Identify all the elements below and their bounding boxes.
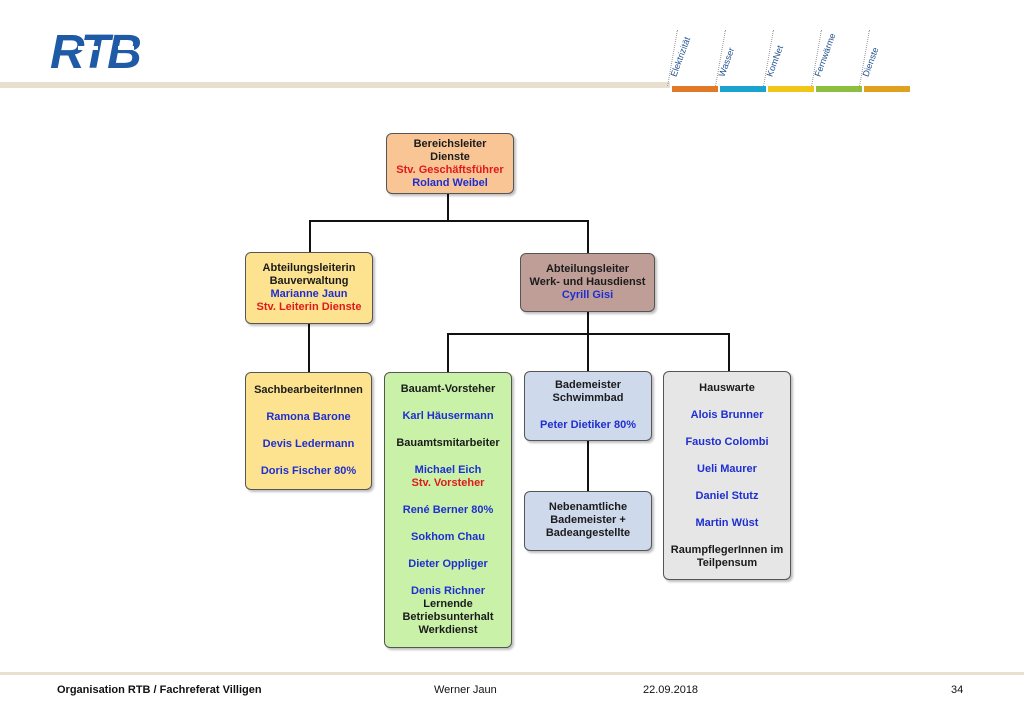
role-line: Betriebsunterhalt	[402, 611, 494, 623]
sector-tab-fernwaerme: Fernwärme	[811, 30, 864, 92]
org-box-bauamt: Bauamt-Vorsteher Karl Häusermann Bauamts…	[384, 372, 512, 648]
person-role: Stv. Vorsteher	[411, 477, 485, 489]
person: Karl Häusermann	[402, 410, 494, 422]
box-line: Bademeister	[554, 379, 622, 391]
box-line: Marianne Jaun	[270, 288, 348, 300]
box-line: Badeangestellte	[545, 527, 631, 539]
connector-line	[587, 311, 589, 334]
person: Doris Fischer 80%	[260, 465, 357, 477]
connector-line	[447, 193, 449, 221]
org-box-werkdienst: Abteilungsleiter Werk- und Hausdienst Cy…	[520, 253, 655, 312]
person: Denis Richner	[411, 585, 485, 597]
sector-tab-komnet: KomNet	[763, 30, 816, 92]
connector-line	[587, 333, 589, 372]
role-line: Werkdienst	[418, 624, 478, 636]
box-line: Stv. Geschäftsführer	[396, 164, 504, 176]
person: Daniel Stutz	[695, 490, 759, 502]
connector-line	[587, 220, 589, 254]
box-line: Stv. Leiterin Dienste	[256, 301, 362, 313]
box-line: Bauverwaltung	[269, 275, 349, 287]
role-line: Teilpensum	[696, 557, 758, 569]
sector-tab-elektrizitaet: Elektrizität	[667, 30, 720, 92]
person: Michael Eich	[414, 464, 482, 476]
org-box-sachbearbeiter: SachbearbeiterInnen Ramona Barone Devis …	[245, 372, 372, 490]
person: Martin Wüst	[695, 517, 759, 529]
sector-color-bar	[864, 86, 910, 92]
box-line: Werk- und Hausdienst	[529, 276, 646, 288]
box-subtitle: Bauamtsmitarbeiter	[396, 437, 500, 449]
person: Devis Ledermann	[262, 438, 355, 450]
footer-date: 22.09.2018	[643, 684, 699, 696]
footer-bar	[0, 672, 1024, 675]
role-line: Lernende	[423, 598, 473, 610]
connector-line	[309, 220, 589, 222]
org-box-bademeister: Bademeister Schwimmbad Peter Dietiker 80…	[524, 371, 652, 441]
person: Ueli Maurer	[697, 463, 757, 475]
box-title: Bauamt-Vorsteher	[400, 383, 496, 395]
page-number: 34	[951, 684, 964, 696]
box-line: Cyrill Gisi	[561, 289, 614, 301]
org-box-hauswarte: Hauswarte Alois Brunner Fausto Colombi U…	[663, 371, 791, 580]
person: Peter Dietiker 80%	[540, 419, 636, 431]
box-line: Nebenamtliche	[548, 501, 628, 513]
box-line: Roland Weibel	[412, 177, 488, 189]
sector-color-bar	[768, 86, 814, 92]
rtb-logo: RTB	[50, 26, 143, 74]
box-title: SachbearbeiterInnen	[254, 384, 363, 396]
connector-line	[308, 323, 310, 373]
sector-color-bar	[672, 86, 718, 92]
sector-color-bar	[816, 86, 862, 92]
connector-line	[728, 333, 730, 372]
header-bar	[0, 82, 670, 88]
sector-color-bar	[720, 86, 766, 92]
footer-author: Werner Jaun	[434, 684, 497, 696]
role-line: RaumpflegerInnen im	[670, 544, 784, 556]
sector-tab-wasser: Wasser	[715, 30, 768, 92]
connector-line	[587, 440, 589, 492]
box-line: Bademeister +	[550, 514, 626, 526]
connector-line	[447, 333, 449, 372]
person: Alois Brunner	[690, 409, 764, 421]
person: Ramona Barone	[266, 411, 351, 423]
box-line: Abteilungsleiterin	[262, 262, 356, 274]
org-box-bereichsleiter: Bereichsleiter Dienste Stv. Geschäftsfüh…	[386, 133, 514, 194]
box-line: Bereichsleiter	[413, 138, 487, 150]
person: Sokhom Chau	[411, 531, 485, 543]
person: Fausto Colombi	[685, 436, 769, 448]
box-title: Hauswarte	[699, 382, 755, 394]
person: Dieter Oppliger	[408, 558, 488, 570]
footer-title: Organisation RTB / Fachreferat Villigen	[57, 684, 262, 696]
connector-line	[309, 220, 311, 252]
sector-tab-dienste: Dienste	[859, 30, 912, 92]
box-line: Abteilungsleiter	[545, 263, 630, 275]
box-line: Schwimmbad	[552, 392, 624, 404]
org-box-nebenamtliche: Nebenamtliche Bademeister + Badeangestel…	[524, 491, 652, 551]
person: René Berner 80%	[402, 504, 494, 516]
org-box-bauverwaltung: Abteilungsleiterin Bauverwaltung Mariann…	[245, 252, 373, 324]
box-line: Dienste	[430, 151, 470, 163]
